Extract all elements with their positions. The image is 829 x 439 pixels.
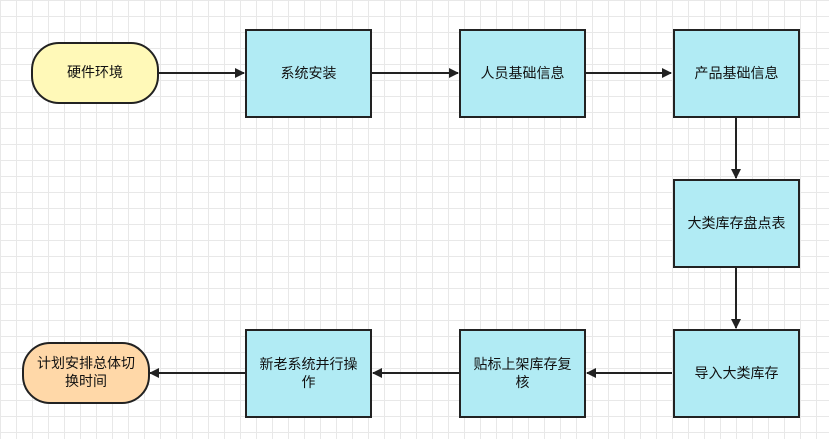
node-inventory-sheet: 大类库存盘点表	[673, 179, 800, 268]
node-label: 新老系统并行操作	[259, 356, 358, 391]
node-label: 系统安装	[280, 65, 337, 82]
node-hardware-environment: 硬件环境	[31, 42, 159, 104]
node-switch-schedule: 计划安排总体切换时间	[22, 342, 150, 404]
node-system-install: 系统安装	[245, 29, 372, 118]
node-label: 产品基础信息	[694, 65, 779, 82]
node-label: 计划安排总体切换时间	[37, 356, 135, 390]
node-personnel-info: 人员基础信息	[459, 29, 586, 118]
node-parallel-operation: 新老系统并行操作	[245, 329, 372, 418]
node-label: 贴标上架库存复核	[473, 356, 572, 391]
node-label: 人员基础信息	[480, 65, 565, 82]
node-label: 大类库存盘点表	[687, 215, 786, 232]
node-label-shelf-review: 贴标上架库存复核	[459, 329, 586, 418]
node-label: 硬件环境	[67, 65, 123, 81]
node-product-info: 产品基础信息	[673, 29, 800, 118]
node-label: 导入大类库存	[694, 365, 779, 382]
node-import-inventory: 导入大类库存	[673, 329, 800, 418]
